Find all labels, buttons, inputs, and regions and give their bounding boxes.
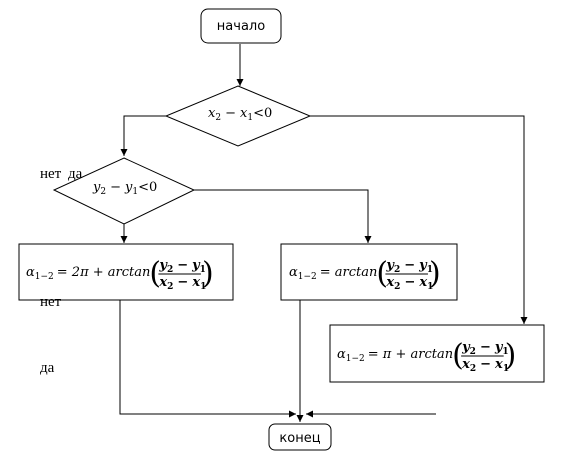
formula2-denominator: x2−x1	[385, 275, 433, 292]
formula1-numerator: y2−y1	[158, 258, 206, 275]
edge-cond1-left	[120, 115, 166, 156]
formula1-lparen: (	[149, 256, 161, 291]
formula3-rparen: )	[505, 338, 517, 373]
end-label: конец	[279, 431, 320, 446]
label-no-top: нет	[40, 166, 62, 182]
connectors	[119, 44, 528, 422]
cond2-var-b: y	[124, 180, 133, 195]
label-yes-low: да	[40, 360, 55, 376]
start-node: начало	[200, 8, 282, 44]
cond2-var-a: y	[92, 180, 101, 195]
formula2-lhs: α1−2= arctan	[289, 265, 377, 282]
label-yes-top: да	[68, 166, 83, 182]
decision-x-diff: x2−x1<0	[164, 85, 312, 147]
cond1-minus: −	[225, 106, 236, 121]
formula2-rparen: )	[429, 256, 441, 291]
cond1-rel: <0	[253, 106, 272, 121]
formula2-numerator: y2−y1	[385, 258, 433, 275]
svg-text:x2−x1<0: x2−x1<0	[208, 106, 272, 123]
formula2-lparen: (	[376, 256, 388, 291]
cond1-var-b: x	[240, 106, 248, 121]
start-label: начало	[217, 19, 265, 34]
cond2-minus: −	[110, 180, 121, 195]
formula3-denominator: x2−x1	[461, 357, 509, 374]
formula3-numerator: y2−y1	[461, 340, 509, 357]
svg-text:y2−y1<0: y2−y1<0	[92, 180, 157, 197]
label-no-mid: нет	[40, 294, 62, 310]
formula1-lhs: α1−2= 2π + arctan	[26, 265, 150, 282]
cond2-sub-a: 2	[100, 187, 106, 197]
edge-cond1-right	[310, 115, 528, 324]
end-node: конец	[268, 423, 332, 451]
formula3-lparen: (	[452, 338, 464, 373]
edge-formula1-end	[119, 300, 296, 418]
formula1-rparen: )	[202, 256, 214, 291]
formula3-lhs: α1−2= π + arctan	[337, 347, 453, 364]
cond2-sub-b: 1	[132, 187, 138, 197]
cond1-var-a: x	[208, 106, 216, 121]
cond2-rel: <0	[138, 180, 157, 195]
edge-cond2-formula2	[194, 189, 372, 243]
decision-y-diff: y2−y1<0	[52, 157, 196, 225]
cond1-sub-a: 2	[215, 113, 221, 123]
cond1-sub-b: 1	[247, 113, 253, 123]
formula1-denominator: x2−x1	[158, 275, 206, 292]
